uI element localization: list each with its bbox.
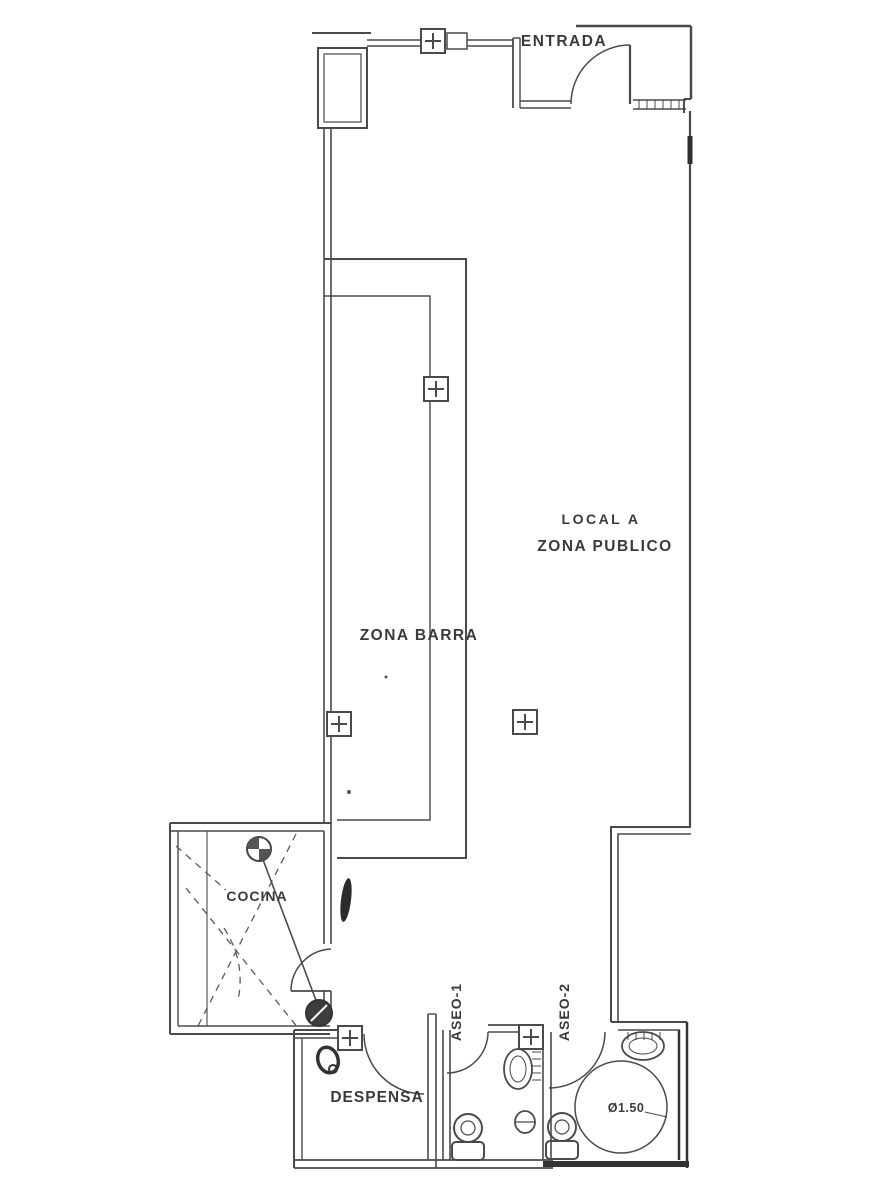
left-wall [323,128,332,823]
kitchen-door [290,948,332,992]
column-marker-icon [337,1025,363,1051]
aseo2-door-arc [548,1031,606,1089]
right-step-wall [610,826,691,1031]
door-leaf-solid [340,878,352,922]
column-marker-icon [423,376,449,402]
aseo1-urinal [514,1110,536,1134]
scan-specks [347,675,388,794]
label-cocina: COCINA [226,888,287,904]
bar-counter [324,258,467,859]
column-marker-icon [512,709,538,735]
column-markers [326,28,544,1051]
label-entrada: ENTRADA [521,33,607,50]
aseo1-washbasin [503,1048,541,1090]
right-wall [683,26,693,827]
despensa-door-arc [363,1033,425,1095]
kitchen-duct-line [246,836,333,1027]
column-marker-icon [518,1024,544,1050]
label-turning-circle-diameter: Ø1.50 [608,1101,645,1115]
label-zona-publico: ZONA PUBLICO [537,538,672,555]
duct-symbol-top [246,836,272,862]
kitchen-walls [169,822,332,1035]
aseo1-toilet [451,1113,485,1161]
aseo2-outer-walls [543,1022,689,1168]
duct-symbol-bottom [305,999,333,1027]
turning-circle [574,1060,668,1154]
aseo2-washbasin [621,1031,665,1061]
column-marker-icon [326,711,352,737]
label-zona-barra: ZONA BARRA [360,627,479,644]
column-marker-icon [420,28,446,54]
turning-circle-leader [644,1111,668,1118]
despensa-walls [293,1013,553,1169]
aseo2-toilet [545,1112,579,1160]
entrance-door [570,44,686,110]
water-heater-symbol [315,1045,341,1075]
label-aseo-1: ASEO-1 [448,983,464,1041]
label-despensa: DESPENSA [330,1089,423,1106]
aseo1-door-arc [446,1031,489,1074]
facade-wall [312,24,691,109]
label-local-a: LOCAL A [562,511,641,527]
facade-pillar [317,47,368,129]
kitchen-ceiling-dashed-lines [175,833,299,1029]
label-aseo-2: ASEO-2 [556,983,572,1041]
